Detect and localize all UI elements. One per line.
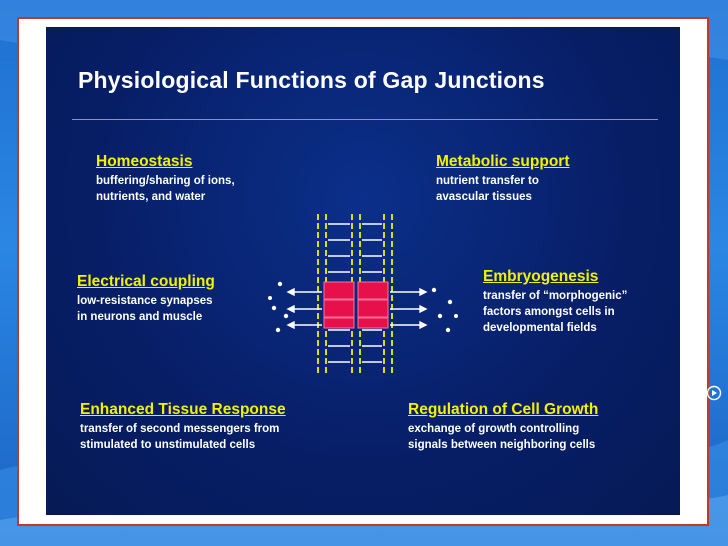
cell-growth-line-2: signals between neighboring cells: [408, 439, 596, 451]
molecule-dots: [268, 281, 458, 333]
title-divider: [72, 119, 658, 120]
metabolic-section: Metabolic support nutrient transfer to a…: [436, 153, 569, 205]
metabolic-line-2: avascular tissues: [436, 191, 532, 203]
homeostasis-line-1: buffering/sharing of ions,: [96, 175, 235, 187]
exchange-arrows: [286, 287, 428, 330]
junction-channels: [323, 281, 389, 329]
electrical-heading: Electrical coupling: [77, 273, 215, 290]
gap-junction-diagram: [268, 214, 458, 374]
slide-title: Physiological Functions of Gap Junctions: [78, 67, 545, 93]
slide: Physiological Functions of Gap Junctions…: [46, 27, 680, 515]
tissue-response-heading: Enhanced Tissue Response: [80, 401, 286, 418]
tissue-response-section: Enhanced Tissue Response transfer of sec…: [80, 401, 286, 453]
homeostasis-section: Homeostasis buffering/sharing of ions, n…: [96, 153, 235, 205]
embryogenesis-section: Embryogenesis transfer of “morphogenic” …: [483, 268, 627, 336]
metabolic-line-1: nutrient transfer to: [436, 175, 539, 187]
electrical-line-1: low-resistance synapses: [77, 295, 213, 307]
circle-arrow-icon[interactable]: [706, 385, 722, 401]
homeostasis-line-2: nutrients, and water: [96, 191, 206, 203]
tissue-response-line-2: stimulated to unstimulated cells: [80, 439, 256, 451]
embryogenesis-line-1: transfer of “morphogenic”: [483, 290, 628, 302]
embryogenesis-line-3: developmental fields: [483, 322, 597, 334]
embryogenesis-line-2: factors amongst cells in: [483, 306, 615, 318]
tissue-response-line-1: transfer of second messengers from: [80, 423, 280, 435]
cell-growth-heading: Regulation of Cell Growth: [408, 401, 599, 418]
cell-growth-line-1: exchange of growth controlling: [408, 423, 580, 435]
embryogenesis-heading: Embryogenesis: [483, 268, 599, 285]
metabolic-heading: Metabolic support: [436, 153, 570, 170]
connexon-stripes: [328, 223, 382, 363]
electrical-line-2: in neurons and muscle: [77, 311, 203, 323]
electrical-section: Electrical coupling low-resistance synap…: [77, 273, 215, 325]
cell-growth-section: Regulation of Cell Growth exchange of gr…: [408, 401, 598, 453]
homeostasis-heading: Homeostasis: [96, 153, 193, 170]
